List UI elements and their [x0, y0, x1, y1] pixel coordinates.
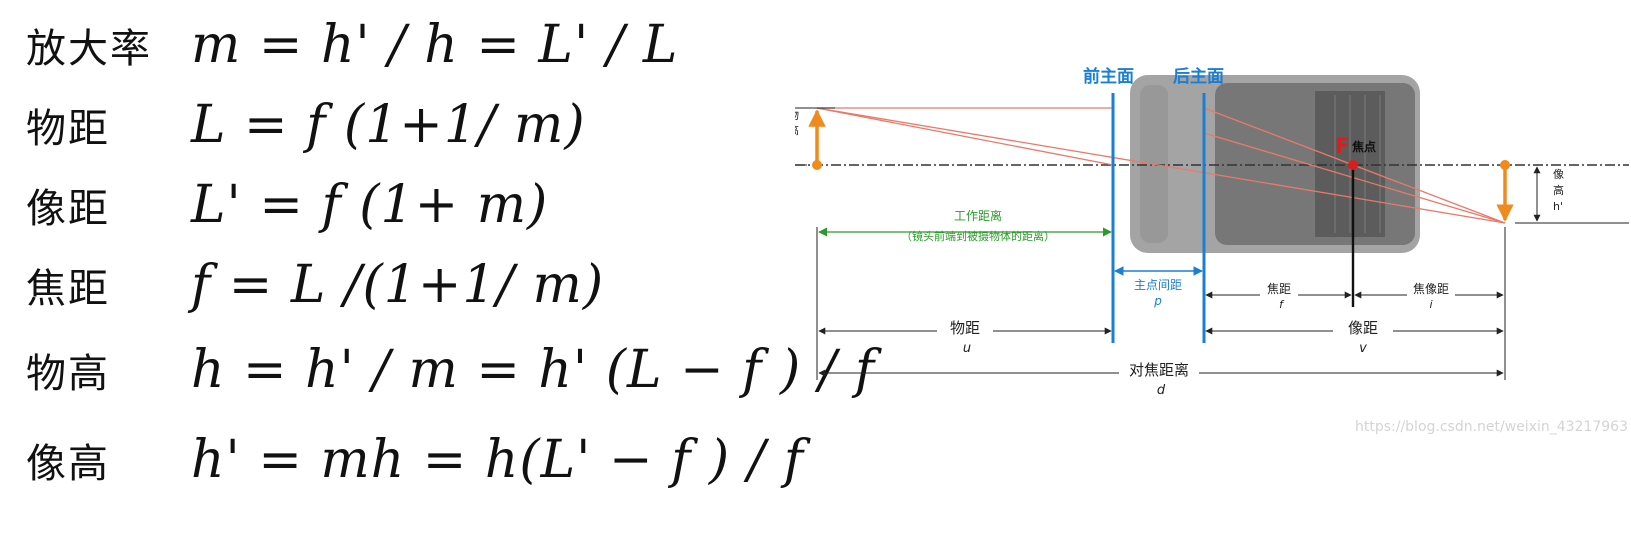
- formula-expression: f = L /(1+1/ m): [191, 255, 605, 315]
- formula-label: 物高: [26, 351, 110, 397]
- formula-expression: h = h' / m = h' (L − f ) / f: [191, 340, 876, 400]
- focal-length-label: 焦距: [1267, 282, 1291, 296]
- formula-label: 放大率: [26, 26, 152, 72]
- principal-spacing-symbol: p: [1153, 294, 1162, 308]
- formula-image-distance: 像距 L' = f (1+ m): [26, 170, 548, 240]
- image-point: [1500, 160, 1510, 170]
- formula-expression: L = f (1+1/ m): [191, 95, 586, 155]
- formula-object-distance: 物距 L = f (1+1/ m): [26, 90, 586, 160]
- image-focal-distance-label: 焦像距: [1413, 282, 1449, 296]
- formula-expression: L' = f (1+ m): [191, 175, 549, 235]
- lens-body: [1130, 75, 1420, 253]
- focal-length-symbol: f: [1279, 298, 1285, 311]
- formula-expression: h' = mh = h(L' − f ) / f: [191, 430, 804, 490]
- object-distance-label: 物距: [950, 319, 980, 337]
- focal-point-letter: F: [1335, 134, 1349, 158]
- image-distance-symbol: v: [1359, 341, 1367, 356]
- dimension-extension-lines: [816, 227, 1506, 380]
- formula-expression: m = h' / h = L' / L: [191, 15, 679, 75]
- working-distance-label: 工作距离: [954, 208, 1002, 223]
- formula-label: 物距: [26, 106, 110, 152]
- object-distance-symbol: u: [963, 341, 971, 356]
- image-focal-distance-symbol: i: [1429, 298, 1432, 311]
- formula-label: 焦距: [26, 266, 110, 312]
- principal-spacing-label: 主点间距: [1134, 278, 1182, 292]
- formula-magnification: 放大率 m = h' / h = L' / L: [26, 10, 678, 80]
- object-point: [812, 160, 822, 170]
- lens-diagram: 物高h 像高h' 前主面 后主面 F 焦点 工作距离 （镜头前端到被摄物体的距离…: [795, 55, 1631, 445]
- formula-object-height: 物高 h = h' / m = h' (L − f ) / f: [26, 335, 875, 405]
- image-distance-label: 像距: [1348, 319, 1378, 337]
- focal-point-label: 焦点: [1351, 139, 1376, 154]
- formula-focal-length: 焦距 f = L /(1+1/ m): [26, 250, 604, 320]
- lens-diagram-svg: 物高h 像高h' 前主面 后主面 F 焦点 工作距离 （镜头前端到被摄物体的距离…: [795, 66, 1629, 435]
- formula-image-height: 像高 h' = mh = h(L' − f ) / f: [26, 425, 804, 495]
- object-height-label: 物高h: [795, 108, 799, 152]
- rear-principal-plane-label: 后主面: [1173, 66, 1224, 87]
- formula-label: 像距: [26, 186, 110, 232]
- formula-label: 像高: [26, 441, 110, 487]
- working-distance-note: （镜头前端到被摄物体的距离）: [901, 229, 1055, 243]
- focal-point: [1348, 160, 1358, 170]
- front-principal-plane-label: 前主面: [1083, 66, 1134, 87]
- focus-distance-label: 对焦距离: [1129, 361, 1189, 379]
- focus-distance-symbol: d: [1157, 383, 1166, 398]
- watermark: https://blog.csdn.net/weixin_43217963: [1355, 419, 1628, 435]
- formula-panel: 放大率 m = h' / h = L' / L 物距 L = f (1+1/ m…: [0, 0, 874, 542]
